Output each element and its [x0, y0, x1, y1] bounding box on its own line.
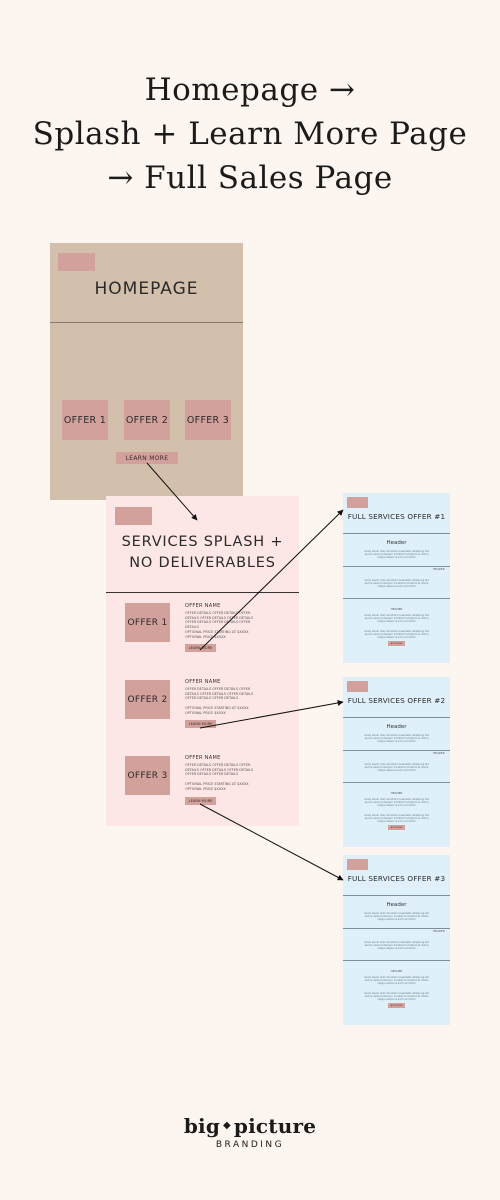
sales-page-title: FULL SERVICES OFFER #2 [347, 696, 446, 705]
sales-page-header: Header [386, 902, 407, 908]
sales-page-body: lorem ipsum dolor sit amet consectetur a… [364, 814, 429, 824]
splash-wireframe: SERVICES SPLASH + NO DELIVERABLES OFFER … [106, 496, 299, 826]
sales-page-body: lorem ipsum dolor sit amet consectetur a… [364, 614, 429, 624]
sales-page-body: lorem ipsum dolor sit amet consectetur a… [364, 579, 429, 589]
sales-page-section-label: HEADER [390, 969, 403, 973]
splash-offer-1-details: OFFER DETAILS OFFER DETAILS OFFER DETAIL… [185, 611, 254, 629]
divider [343, 782, 450, 783]
divider [106, 592, 299, 593]
homepage-learn-more-button: LEARN MORE [116, 452, 178, 464]
splash-offer-2-box: OFFER 2 [125, 680, 170, 719]
divider [343, 717, 450, 718]
splash-offer-3-learn-more: LEARN MORE [185, 797, 216, 805]
divider [343, 928, 450, 929]
homepage-wireframe: HOMEPAGE OFFER 1 OFFER 2 OFFER 3 LEARN M… [50, 243, 243, 500]
sales-page-body: lorem ipsum dolor sit amet consectetur a… [364, 630, 429, 640]
sales-page-3: FULL SERVICES OFFER #3 Header lorem ipsu… [343, 855, 450, 1025]
page-title: Homepage → Splash + Learn More Page → Fu… [0, 68, 500, 200]
sales-page-body: lorem ipsum dolor sit amet consectetur a… [364, 550, 429, 560]
sales-page-title: FULL SERVICES OFFER #1 [347, 512, 446, 521]
title-line-1: Homepage → [144, 72, 356, 108]
sales-page-side-label: HEADER [433, 567, 445, 571]
logo-placeholder [347, 859, 368, 870]
sales-page-title: FULL SERVICES OFFER #3 [347, 874, 446, 883]
divider [50, 322, 243, 323]
divider [343, 598, 450, 599]
sales-page-section-label: HEADER [390, 791, 403, 795]
sales-page-body: lorem ipsum dolor sit amet consectetur a… [364, 912, 429, 922]
arrow-offer-3-to-sales-3 [199, 803, 344, 881]
sales-page-body: lorem ipsum dolor sit amet consectetur a… [364, 763, 429, 773]
divider [343, 960, 450, 961]
sales-page-body: lorem ipsum dolor sit amet consectetur a… [364, 798, 429, 808]
sales-page-1: FULL SERVICES OFFER #1 Header lorem ipsu… [343, 493, 450, 663]
splash-offer-2-optional: OPTIONAL PRICE STARTING AT $XXXX OPTIONA… [185, 706, 249, 715]
splash-heading-line-1: SERVICES SPLASH + [121, 534, 284, 550]
homepage-offer-1: OFFER 1 [62, 400, 108, 440]
sales-page-button: BOOK NOW [388, 1003, 405, 1008]
sales-page-section-label: HEADER [390, 607, 403, 611]
splash-offer-2-details: OFFER DETAILS OFFER DETAILS OFFER DETAIL… [185, 687, 254, 701]
splash-offer-3-optional: OPTIONAL PRICE STARTING AT $XXXX OPTIONA… [185, 782, 249, 791]
sales-page-header: Header [386, 724, 407, 730]
homepage-offer-2: OFFER 2 [124, 400, 170, 440]
divider [343, 895, 450, 896]
divider [343, 533, 450, 534]
title-line-2: Splash + Learn More Page [32, 116, 468, 152]
splash-offer-3-details: OFFER DETAILS OFFER DETAILS OFFER DETAIL… [185, 763, 254, 777]
splash-offer-2-name: OFFER NAME [185, 679, 221, 685]
sales-page-body: lorem ipsum dolor sit amet consectetur a… [364, 941, 429, 951]
homepage-offer-3: OFFER 3 [185, 400, 231, 440]
brand-subtitle: BRANDING [215, 1140, 285, 1150]
brand-logo: big◆picture BRANDING [0, 1114, 500, 1150]
brand-name-left: big [183, 1114, 221, 1138]
arrow-homepage-to-splash [146, 462, 198, 521]
arrow-offer-2-to-sales-2 [199, 700, 344, 729]
sales-page-body: lorem ipsum dolor sit amet consectetur a… [364, 992, 429, 1002]
splash-offer-1-optional: OPTIONAL PRICE STARTING AT $XXXX OPTIONA… [185, 630, 249, 639]
sales-page-side-label: HEADER [433, 751, 445, 755]
sales-page-header: Header [386, 540, 407, 546]
splash-heading-line-2: NO DELIVERABLES [129, 555, 276, 571]
homepage-heading: HOMEPAGE [94, 279, 199, 299]
logo-placeholder [58, 253, 95, 271]
logo-placeholder [347, 681, 368, 692]
splash-offer-2-learn-more: LEARN MORE [185, 720, 216, 728]
sales-page-button: BOOK NOW [388, 641, 405, 646]
splash-offer-3-box: OFFER 3 [125, 756, 170, 795]
divider [343, 566, 450, 567]
sales-page-button: BOOK NOW [388, 825, 405, 830]
splash-offer-1-learn-more: LEARN MORE [185, 644, 216, 652]
splash-offer-1-name: OFFER NAME [185, 603, 221, 609]
arrow-offer-1-to-sales-1 [199, 509, 344, 651]
logo-placeholder [115, 507, 152, 525]
splash-offer-1-box: OFFER 1 [125, 603, 170, 642]
diamond-icon: ◆ [223, 1120, 231, 1131]
logo-placeholder [347, 497, 368, 508]
sales-page-side-label: HEADER [433, 929, 445, 933]
splash-heading: SERVICES SPLASH + NO DELIVERABLES [106, 532, 299, 574]
brand-name-right: picture [233, 1114, 317, 1138]
splash-offer-3-name: OFFER NAME [185, 755, 221, 761]
title-line-3: → Full Sales Page [107, 160, 393, 196]
sales-page-body: lorem ipsum dolor sit amet consectetur a… [364, 976, 429, 986]
sales-page-body: lorem ipsum dolor sit amet consectetur a… [364, 734, 429, 744]
divider [343, 750, 450, 751]
sales-page-2: FULL SERVICES OFFER #2 Header lorem ipsu… [343, 677, 450, 847]
